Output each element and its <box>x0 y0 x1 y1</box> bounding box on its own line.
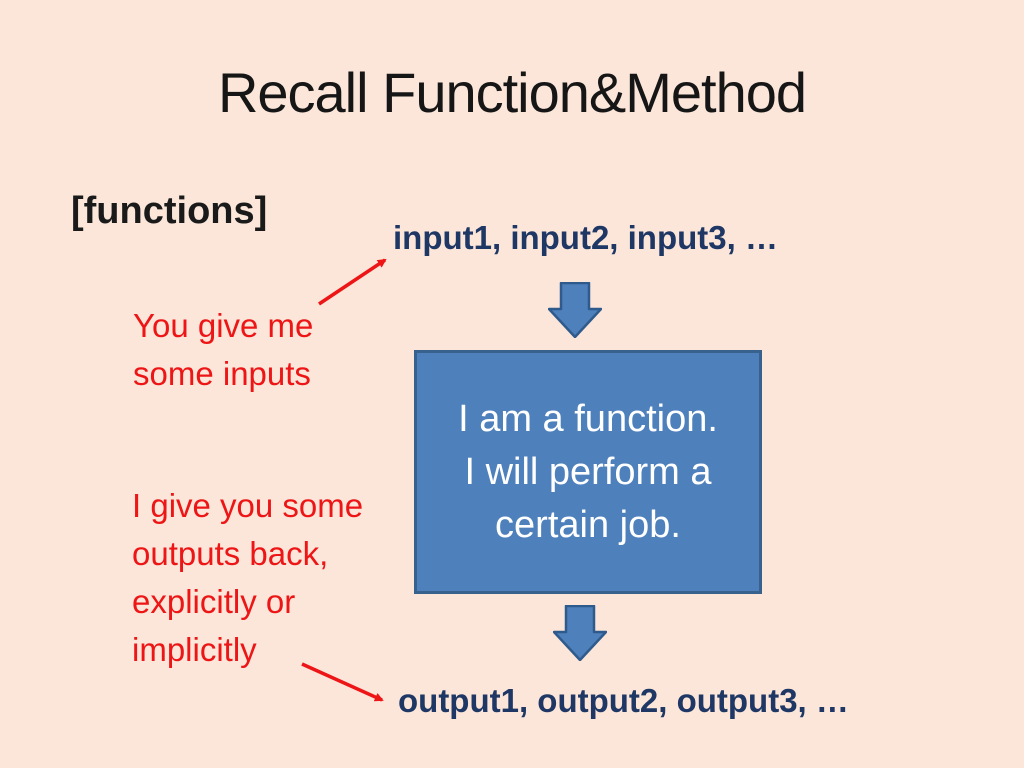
inputs-arrow-connector <box>318 258 387 306</box>
inputs-text: input1, input2, input3, … <box>393 219 778 256</box>
function-box-line3: certain job. <box>495 503 681 546</box>
give-outputs-note-line1: I give you some <box>132 487 364 524</box>
down-arrow-icon <box>553 605 607 661</box>
give-outputs-note-line3: explicitly or <box>132 583 296 620</box>
give-inputs-note: You give me some inputs <box>133 302 313 398</box>
give-inputs-note-line2: some inputs <box>133 355 311 392</box>
outputs-text: output1, output2, output3, … <box>398 682 849 719</box>
slide-title: Recall Function&Method <box>217 61 807 124</box>
function-box-line1: I am a function. <box>458 397 718 440</box>
functions-label: [functions] <box>71 190 268 232</box>
give-inputs-note-line1: You give me <box>133 307 314 344</box>
function-box-line2: I will perform a <box>464 450 712 493</box>
give-outputs-note: I give you some outputs back, explicitly… <box>132 482 363 674</box>
down-arrow-icon <box>548 282 602 338</box>
function-box: I am a function. I will perform a certai… <box>414 350 762 594</box>
give-outputs-note-line4: implicitly <box>132 631 257 668</box>
give-outputs-note-line2: outputs back, <box>132 535 329 572</box>
